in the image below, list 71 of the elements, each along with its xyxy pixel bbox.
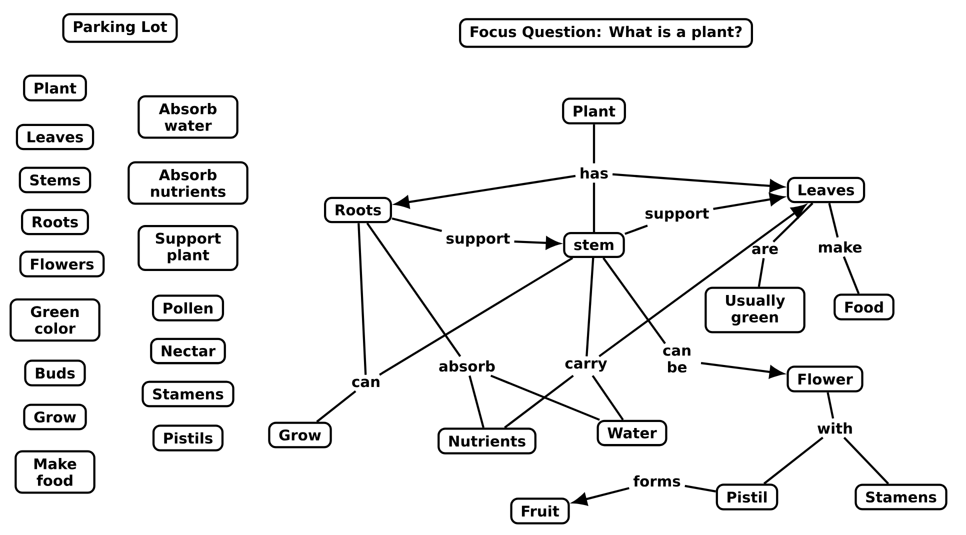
linking-phrase: can: [348, 376, 384, 390]
concept-box: Buds: [24, 360, 86, 386]
connector: [598, 204, 806, 358]
linking-phrase: forms: [630, 472, 684, 490]
concept-box: Usually green: [704, 286, 806, 334]
connector: [514, 236, 560, 250]
concept-box: Support plant: [138, 224, 238, 272]
linking-phrase: carry: [562, 358, 610, 374]
connector: [624, 224, 648, 235]
concept-box: Absorb water: [138, 95, 238, 139]
connector: [684, 484, 716, 493]
concept-box: Stems: [18, 166, 92, 194]
connector: [490, 374, 600, 421]
concept-box: Water: [596, 420, 668, 446]
connector: [826, 392, 834, 419]
connector: [394, 174, 576, 209]
concept-box: Pistils: [152, 424, 224, 452]
concept-box: Plant: [562, 98, 626, 124]
connector: [758, 258, 765, 287]
connector: [842, 256, 860, 294]
concept-box: Stamens: [854, 484, 948, 510]
connector: [828, 202, 839, 238]
connector: [358, 223, 367, 375]
connector: [504, 374, 574, 428]
connector: [700, 362, 784, 378]
linking-phrase: has: [576, 164, 612, 182]
concept-box: stem: [563, 232, 625, 258]
connector: [763, 436, 824, 484]
concept-box: Flower: [786, 366, 864, 392]
concept-box: Nutrients: [438, 428, 536, 454]
concept-box: Stamens: [142, 380, 234, 408]
concept-box: Food: [834, 294, 894, 320]
connector: [772, 202, 814, 243]
connector: [592, 182, 596, 232]
concept-box: Pollen: [152, 294, 224, 322]
linking-phrase: absorb: [436, 358, 498, 374]
connector: [392, 217, 442, 232]
connector: [592, 124, 596, 164]
concept-box: Grow: [268, 422, 332, 448]
concept-box: Leaves: [16, 124, 94, 150]
connector: [602, 257, 666, 344]
connector: [366, 222, 462, 357]
connector: [592, 375, 624, 420]
concept-box: Parking Lot: [62, 13, 178, 43]
linking-phrase: support: [642, 206, 712, 224]
concept-box: Green color: [10, 298, 100, 342]
concept-box: Plant: [23, 74, 87, 102]
linking-phrase: make: [815, 238, 865, 256]
concept-box: Grow: [23, 404, 87, 430]
connector: [843, 436, 890, 484]
concept-box: Fruit: [510, 498, 570, 524]
connector: [379, 257, 574, 376]
concept-box: Roots: [324, 196, 392, 224]
connector: [713, 192, 784, 210]
concept-box: Pistil: [716, 484, 778, 510]
concept-box: Absorb nutrients: [128, 161, 248, 205]
concept-box: Nectar: [150, 338, 226, 364]
connector: [316, 390, 356, 423]
concept-box: Leaves: [786, 176, 866, 204]
concept-box: Flowers: [19, 250, 105, 278]
concept-box: Focus Question: What is a plant?: [459, 18, 753, 48]
concept-box: Roots: [21, 208, 89, 236]
linking-phrase: with: [814, 420, 856, 436]
concept-box: Make food: [14, 450, 96, 494]
connector: [468, 375, 484, 428]
connector: [586, 258, 594, 356]
linking-phrase: support: [443, 230, 513, 250]
connector: [612, 173, 784, 192]
linking-phrase: can be: [654, 344, 700, 376]
connector: [572, 487, 630, 506]
linking-phrase: are: [748, 243, 782, 257]
